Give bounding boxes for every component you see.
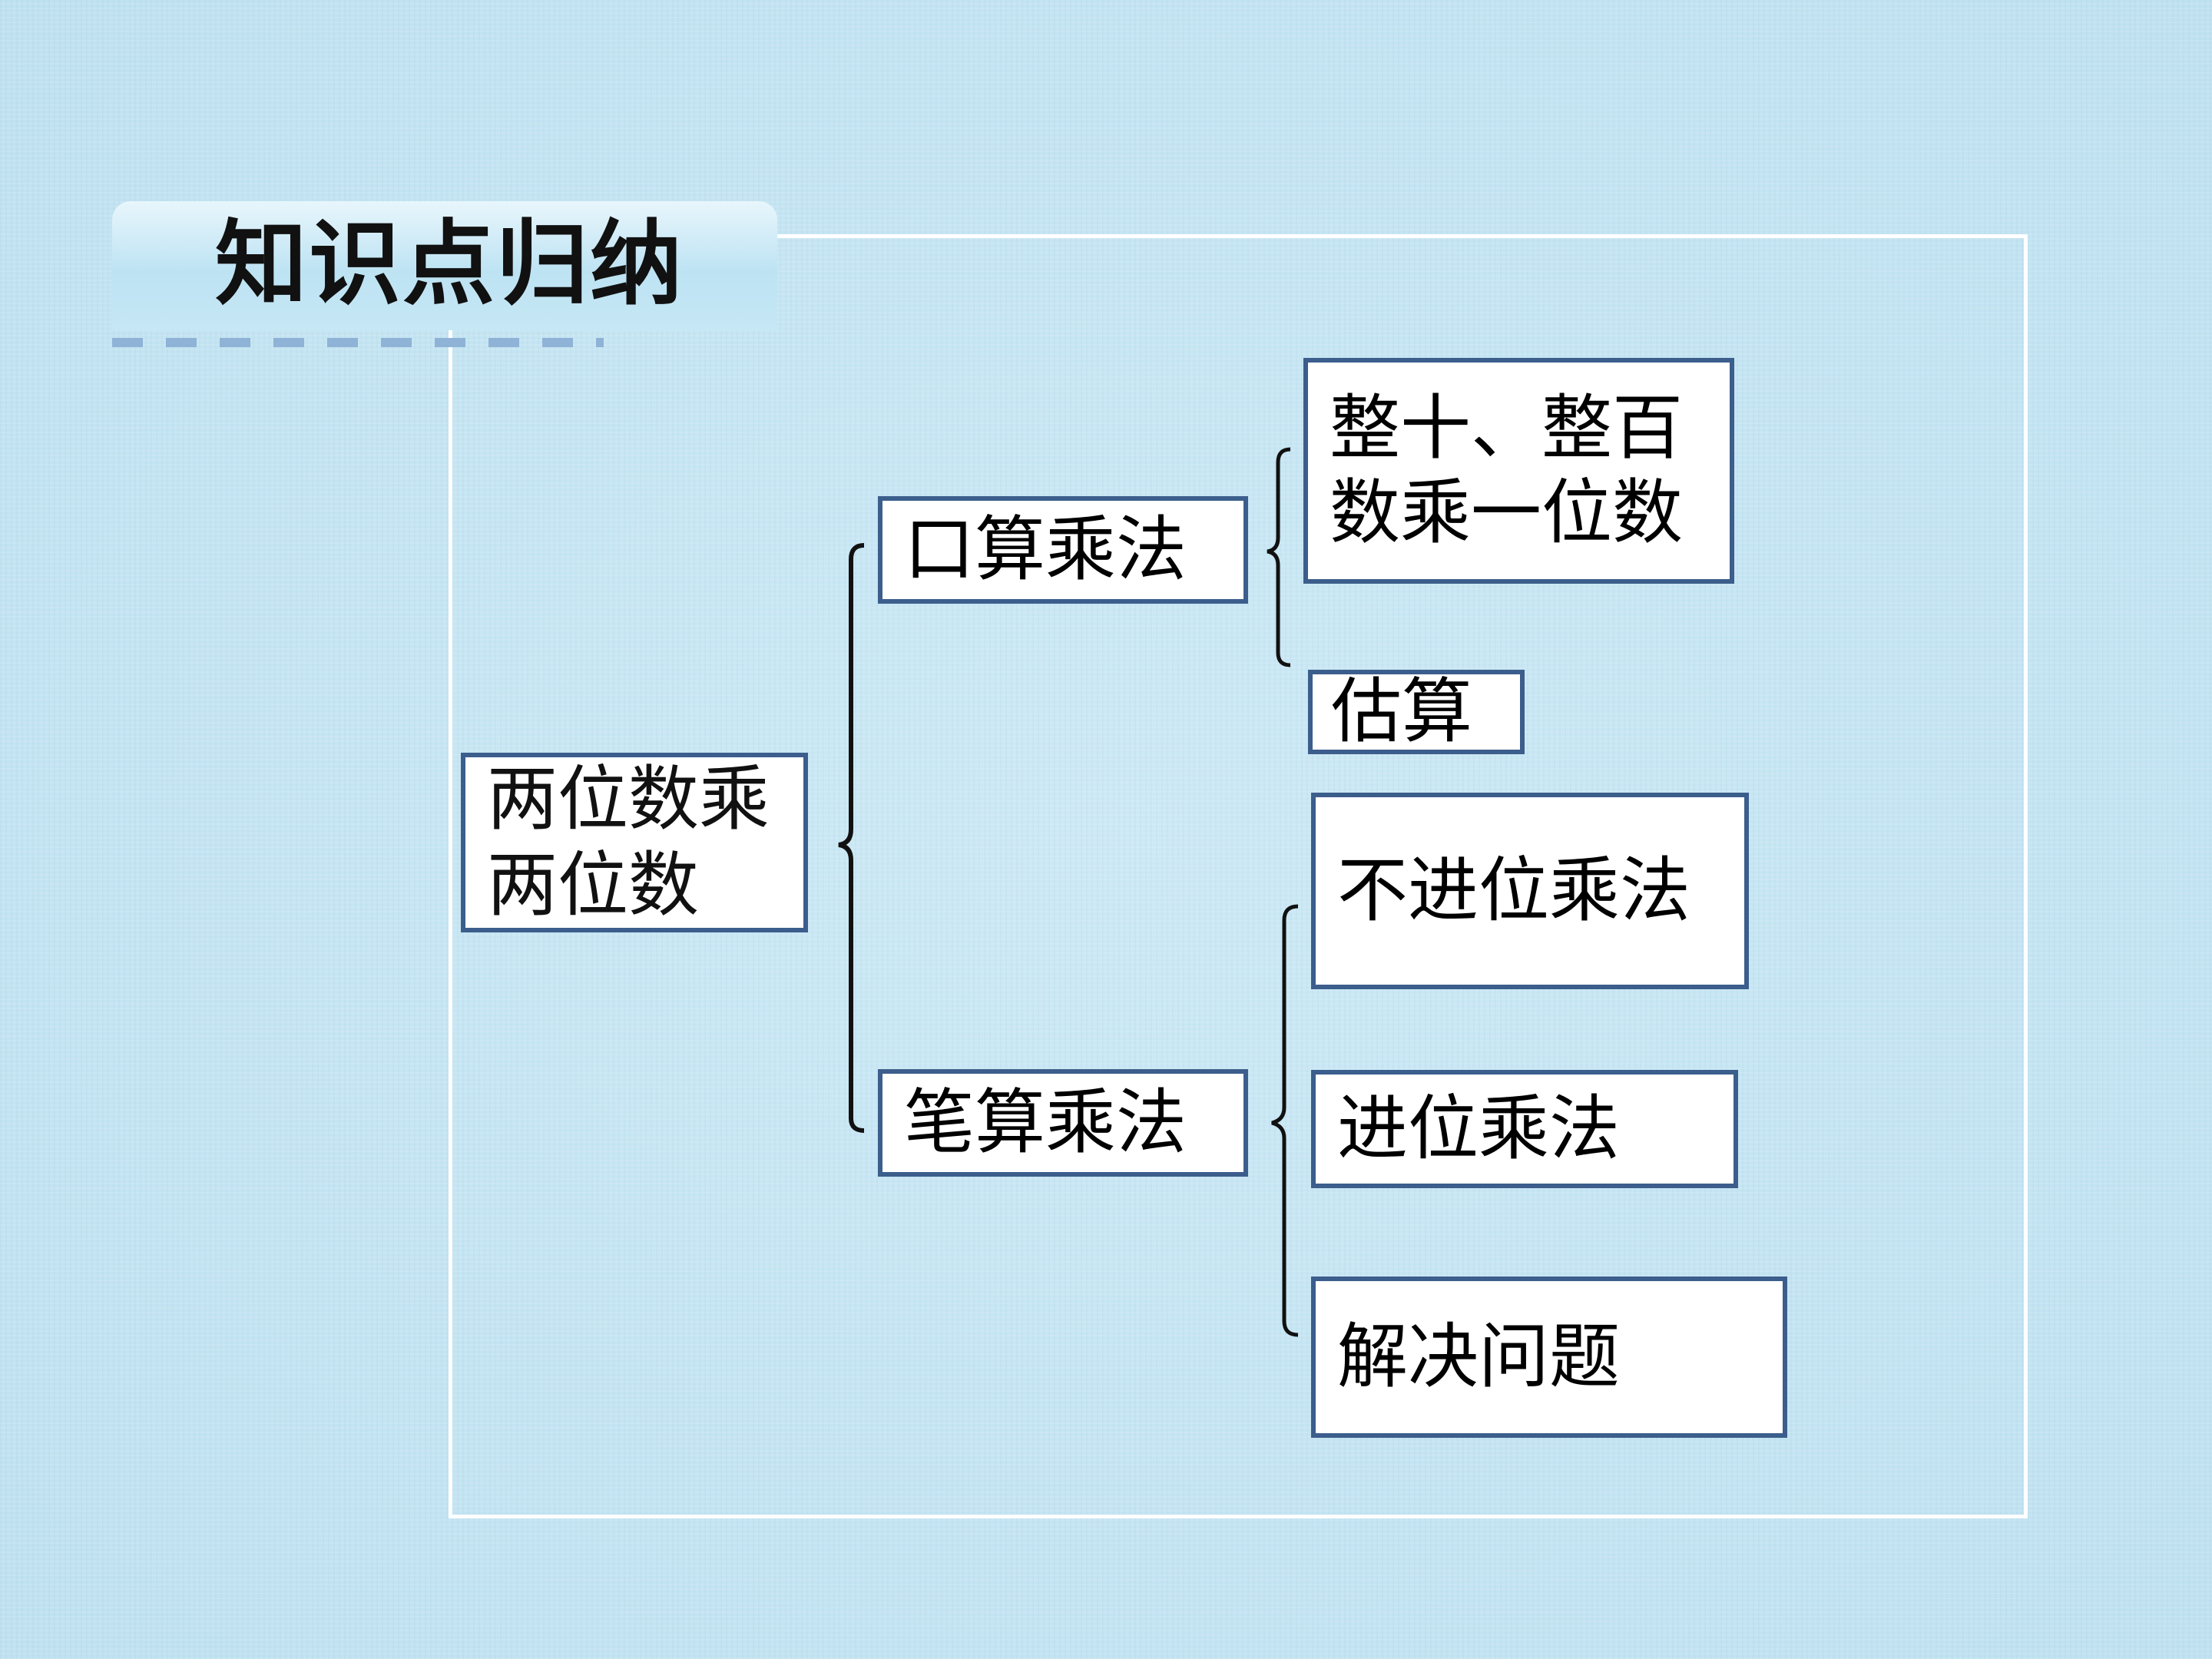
whole-tens-hundreds-line-2: 数乘一位数 [1330, 472, 1684, 554]
oral-multiplication-box: 口算乘法 [878, 496, 1248, 604]
root-box: 两位数乘 两位数 [461, 753, 808, 932]
content-frame [449, 234, 2028, 1518]
no-carry-multiplication-label: 不进位乘法 [1337, 849, 1691, 932]
oral-multiplication-label: 口算乘法 [904, 508, 1187, 591]
title-dashed-divider [112, 338, 604, 347]
root-line-1: 两位数乘 [487, 757, 770, 840]
problem-solving-label: 解决问题 [1337, 1315, 1621, 1398]
estimation-box: 估算 [1308, 670, 1525, 754]
written-multiplication-box: 笔算乘法 [878, 1069, 1248, 1177]
no-carry-multiplication-box: 不进位乘法 [1311, 793, 1749, 989]
whole-tens-hundreds-line-1: 整十、整百 [1330, 386, 1684, 469]
whole-tens-hundreds-box: 整十、整百 数乘一位数 [1303, 358, 1734, 584]
written-multiplication-label: 笔算乘法 [904, 1081, 1187, 1164]
page-title: 知识点归纳 [215, 211, 684, 318]
title-tab [112, 201, 777, 330]
problem-solving-box: 解决问题 [1311, 1277, 1787, 1438]
estimation-label: 估算 [1331, 670, 1473, 753]
root-line-2: 两位数 [487, 844, 700, 926]
carry-multiplication-label: 进位乘法 [1337, 1087, 1621, 1170]
carry-multiplication-box: 进位乘法 [1311, 1070, 1738, 1188]
